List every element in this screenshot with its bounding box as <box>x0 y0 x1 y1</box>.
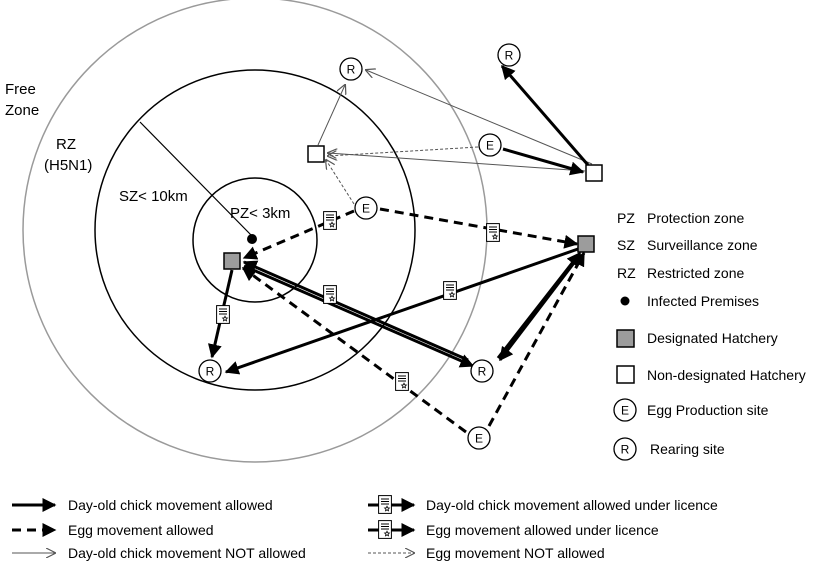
nondesignated-hatchery-west <box>307 145 325 163</box>
key-nondesignated-text: Non-designated Hatchery <box>647 367 806 383</box>
key-rz-text: Restricted zone <box>647 265 744 281</box>
key-designated-swatch <box>616 329 635 348</box>
restricted-zone-boundary <box>94 69 416 391</box>
svg-text:R: R <box>478 365 487 379</box>
licence-icon <box>323 211 337 230</box>
arrow-egg-se-to-hatchery-se <box>487 251 586 427</box>
licence-icon <box>323 285 337 304</box>
svg-text:E: E <box>362 202 370 216</box>
key-pz-abbr: PZ <box>617 210 635 226</box>
arrow-designated-to-rearing-south-b <box>243 264 475 368</box>
rearing-site-sw: R <box>198 359 222 383</box>
free-zone-label-2: Zone <box>5 102 39 119</box>
arrow-egg-mid-to-hatchery-west <box>326 160 355 205</box>
key-nondesignated-swatch <box>616 365 635 384</box>
infected-premises-dot <box>247 234 257 244</box>
legend-chick-licence-text: Day-old chick movement allowed under lic… <box>426 497 718 513</box>
legend-egg-licence-icon <box>378 520 392 539</box>
legend-egg-not-allowed-text: Egg movement NOT allowed <box>426 545 605 561</box>
key-egg-text: Egg Production site <box>647 402 769 418</box>
sz-radius-line <box>139 121 253 237</box>
key-pz-text: Protection zone <box>647 210 744 226</box>
key-infected-dot <box>620 296 630 306</box>
legend-egg-licence-text: Egg movement allowed under licence <box>426 522 659 538</box>
protection-zone-boundary <box>192 177 318 303</box>
key-rz-abbr: RZ <box>617 265 636 281</box>
arrow-egg-ne-to-hatchery-east <box>502 147 585 176</box>
rearing-site-top: R <box>339 57 363 81</box>
arrow-hatchery-se-to-rearing-sw <box>224 247 579 375</box>
key-egg-symbol <box>613 398 637 422</box>
key-infected-text: Infected Premises <box>647 293 759 309</box>
svg-text:R: R <box>206 365 215 379</box>
egg-site-ne: E <box>478 133 502 157</box>
svg-text:R: R <box>347 63 356 77</box>
arrow-rearing-se-to-hatchery-se <box>496 251 582 359</box>
key-rearing-letter: R <box>621 443 630 457</box>
zone-key: PZ Protection zone SZ Surveillance zone … <box>613 210 806 461</box>
legend-chick-not-allowed-text: Day-old chick movement NOT allowed <box>68 545 306 561</box>
movement-legend: Day-old chick movement allowed Egg movem… <box>12 495 718 561</box>
egg-site-se: E <box>467 426 491 450</box>
key-sz-text: Surveillance zone <box>647 237 758 253</box>
svg-text:R: R <box>505 49 514 63</box>
licence-icon <box>395 372 409 391</box>
arrow-egg-ne-to-hatchery-west <box>328 146 479 156</box>
arrow-hatchery-east-to-rearing-top <box>366 70 593 165</box>
key-rearing-symbol <box>613 437 637 461</box>
pz-label: PZ< 3km <box>230 205 290 222</box>
rz-label-1: RZ <box>56 136 76 153</box>
designated-hatchery-pz <box>223 252 241 270</box>
legend-chick-allowed-text: Day-old chick movement allowed <box>68 497 273 513</box>
arrow-hatchery-east-to-rearing-ne <box>500 64 590 166</box>
key-designated-text: Designated Hatchery <box>647 330 778 346</box>
rearing-site-se: R <box>470 359 494 383</box>
licence-icon <box>443 281 457 300</box>
rz-label-2: (H5N1) <box>44 157 92 174</box>
designated-hatchery-east <box>577 235 595 253</box>
arrow-hatchery-east-to-hatchery-west <box>328 153 586 172</box>
chick-not-allowed-arrows <box>317 70 593 172</box>
key-rearing-text: Rearing site <box>650 441 725 457</box>
svg-text:E: E <box>486 139 494 153</box>
key-egg-letter: E <box>621 404 629 418</box>
legend-chick-licence-icon <box>378 495 392 514</box>
arrow-egg-se-to-designated <box>241 266 467 434</box>
sz-label: SZ< 10km <box>119 188 188 205</box>
licence-icon <box>486 223 500 242</box>
egg-site-mid: E <box>354 196 378 220</box>
licence-icon <box>216 305 230 324</box>
arrow-hatchery-to-rearing-top <box>317 85 345 146</box>
licence-icons <box>216 211 500 391</box>
egg-not-allowed-arrows <box>326 146 479 205</box>
free-zone-label-1: Free <box>5 81 36 98</box>
legend-egg-allowed-text: Egg movement allowed <box>68 522 214 538</box>
svg-text:E: E <box>475 432 483 446</box>
key-sz-abbr: SZ <box>617 237 635 253</box>
arrow-egg-mid-to-hatchery-se <box>379 207 579 249</box>
nondesignated-hatchery-east <box>585 164 603 182</box>
arrow-designated-to-rearing-south <box>242 260 469 362</box>
rearing-site-ne: R <box>497 43 521 67</box>
